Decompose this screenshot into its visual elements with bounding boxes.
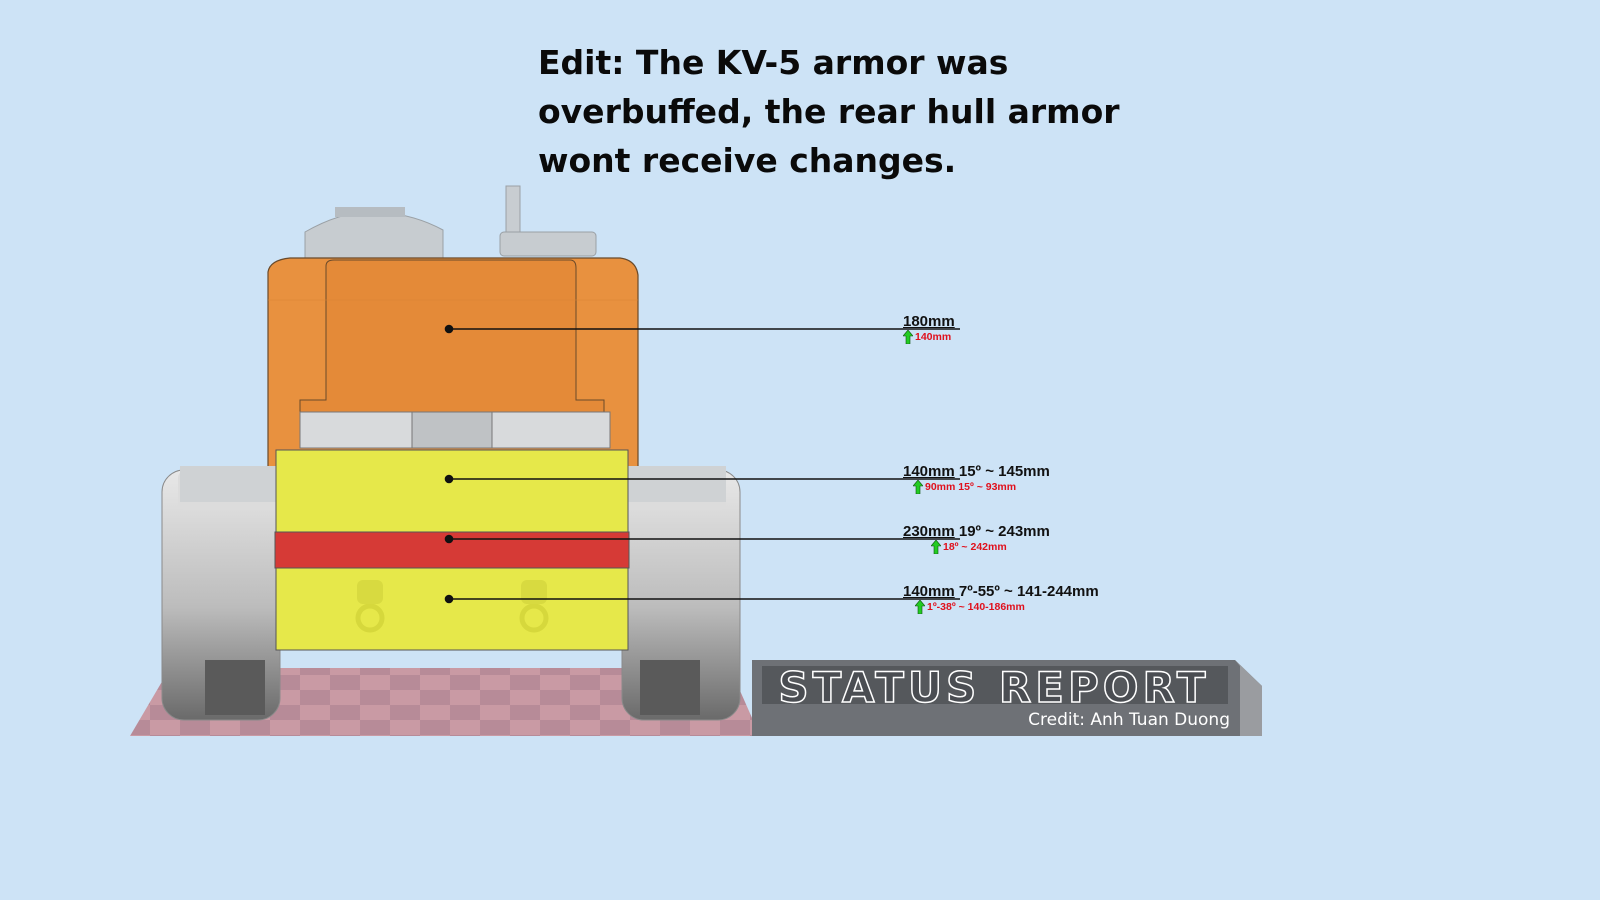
new-thickness: 180mm xyxy=(903,313,955,330)
up-arrow-icon xyxy=(913,480,923,494)
up-arrow-icon xyxy=(931,540,941,554)
engine-deck xyxy=(180,411,726,502)
headline-line-1: Edit: The KV-5 armor was xyxy=(538,43,1009,82)
old-values: 90mm 15º ~ 93mm xyxy=(925,481,1017,493)
angle-info: 15º ~ 145mm xyxy=(958,463,1050,480)
armor-label-upper-hull: 140mm 15º ~ 145mm 90mm 15º ~ 93mm xyxy=(903,464,1050,494)
headline-line-3: wont receive changes. xyxy=(538,141,957,180)
right-track xyxy=(616,469,741,721)
new-thickness: 140mm xyxy=(903,463,955,480)
old-values: 1º-38º ~ 140-186mm xyxy=(927,601,1025,613)
armor-label-middle-hull: 230mm 19º ~ 243mm 18º ~ 242mm xyxy=(903,524,1050,554)
headline: Edit: The KV-5 armor was overbuffed, the… xyxy=(538,38,1120,185)
left-track xyxy=(161,469,288,721)
antenna xyxy=(499,185,597,257)
credit-text: Credit: Anh Tuan Duong xyxy=(1028,710,1230,730)
up-arrow-icon xyxy=(915,600,925,614)
new-thickness: 140mm xyxy=(903,583,955,600)
new-thickness: 230mm xyxy=(903,523,955,540)
upper-rear-hull-armor xyxy=(275,449,629,535)
cupola xyxy=(304,207,444,259)
ground-plane xyxy=(130,668,760,736)
status-report-badge xyxy=(752,660,1262,736)
armor-label-turret: 180mm 140mm xyxy=(903,314,955,344)
armor-label-lower-hull: 140mm 7º-55º ~ 141-244mm 1º-38º ~ 140-18… xyxy=(903,584,1099,614)
angle-info: 7º-55º ~ 141-244mm xyxy=(958,583,1099,600)
tow-hooks xyxy=(355,603,549,633)
old-values: 140mm xyxy=(915,331,952,343)
up-arrow-icon xyxy=(903,330,913,344)
old-values: 18º ~ 242mm xyxy=(943,541,1007,553)
leader-lines xyxy=(444,324,960,604)
headline-line-2: overbuffed, the rear hull armor xyxy=(538,92,1120,131)
lower-rear-hull-armor xyxy=(275,567,629,651)
status-report-title: STATUS REPORT xyxy=(778,662,1210,713)
angle-info: 19º ~ 243mm xyxy=(958,523,1050,540)
